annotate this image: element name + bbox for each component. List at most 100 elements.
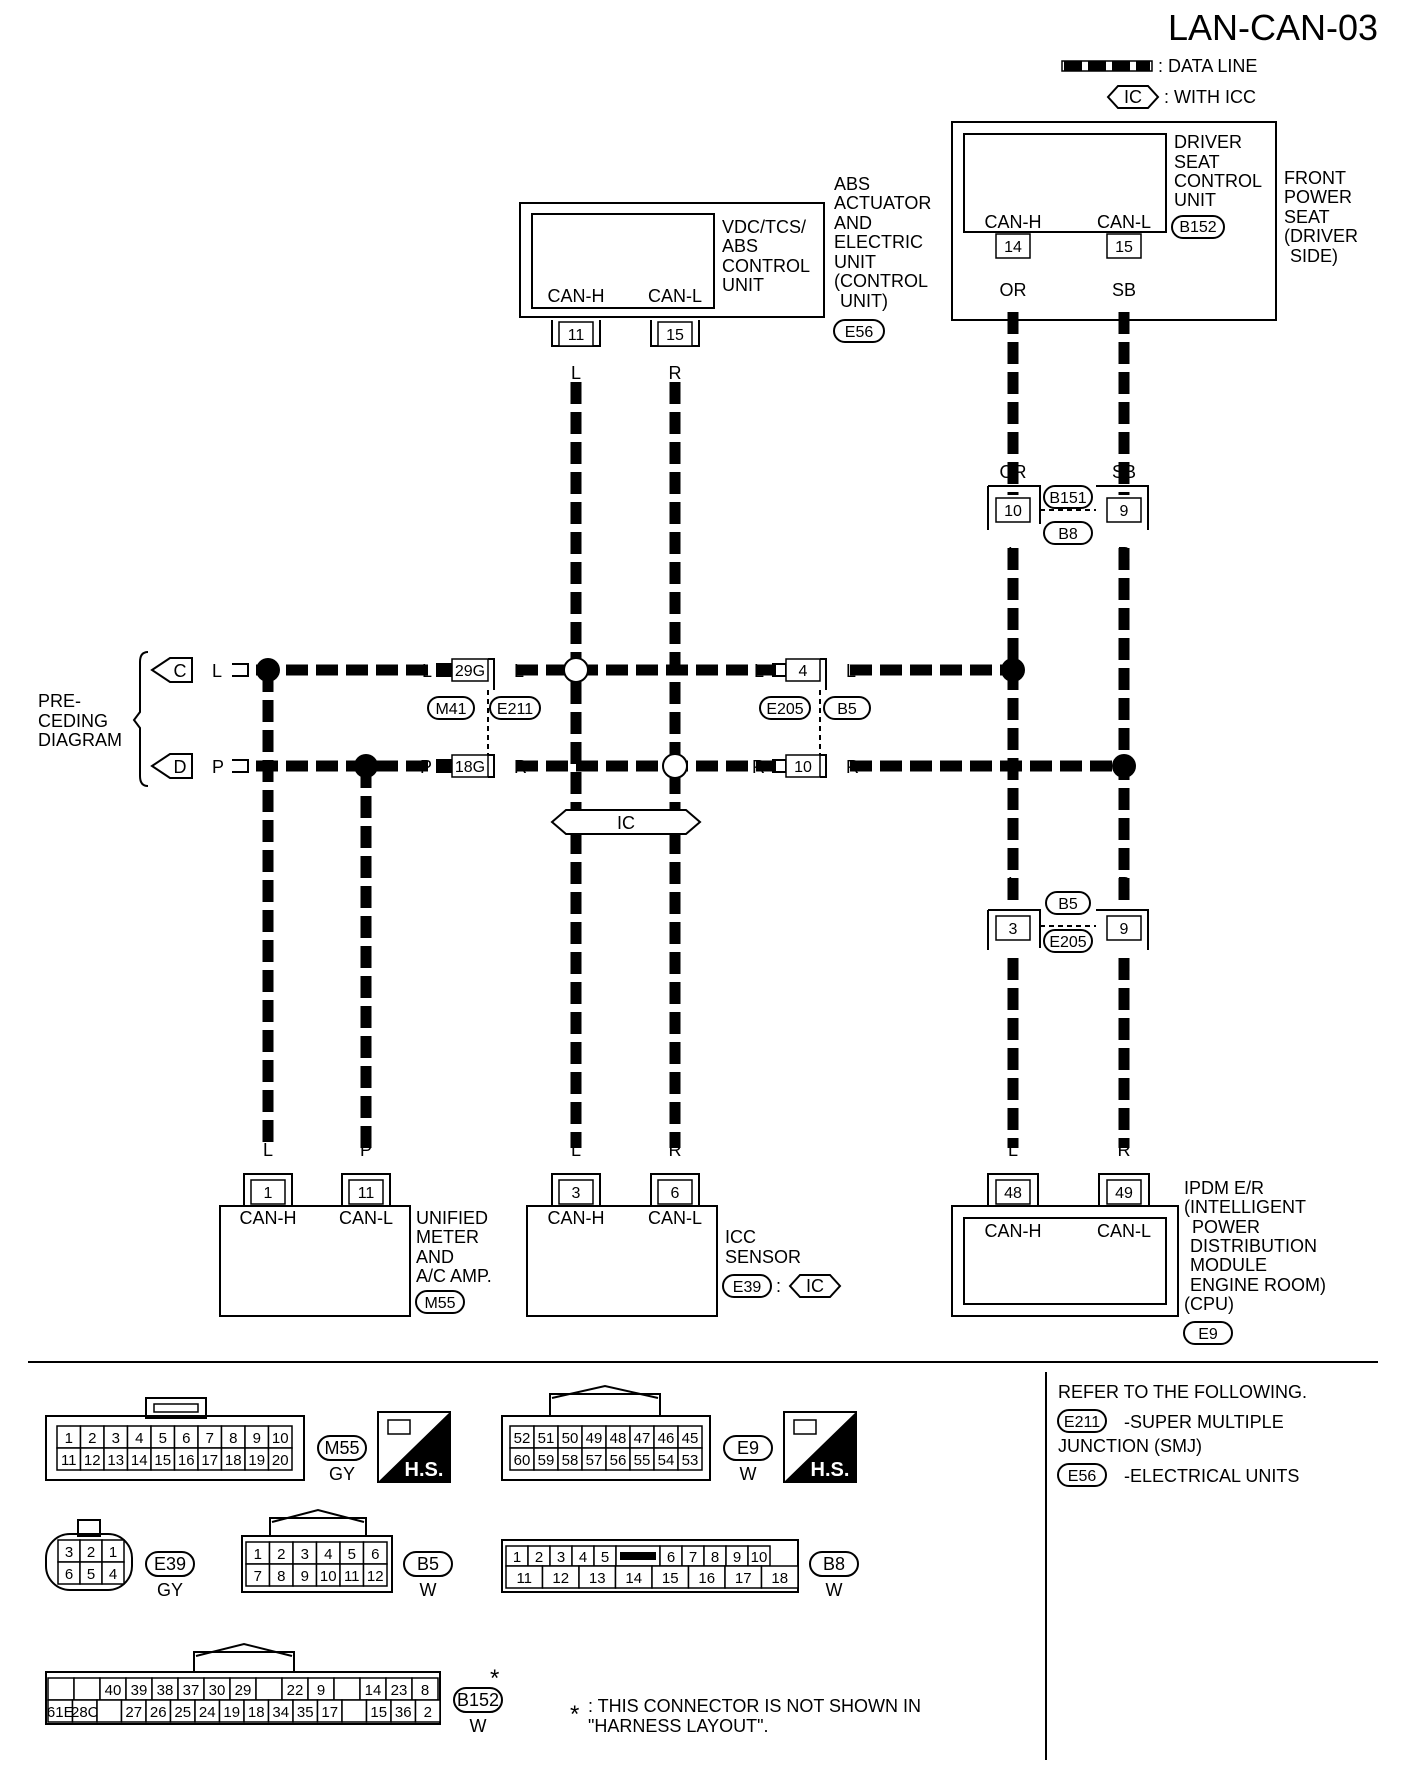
svg-text:R: R — [669, 363, 682, 383]
e39-pin: 5 — [87, 1566, 95, 1583]
svg-text:14: 14 — [1004, 239, 1022, 256]
svg-text:15: 15 — [1115, 239, 1133, 256]
m55-pin: 13 — [107, 1452, 124, 1469]
e39-pin: 6 — [65, 1566, 73, 1583]
joint-b151-b8: OR SB 10 9 B151 B8 L R — [987, 462, 1149, 564]
m55-pin: 6 — [182, 1430, 190, 1447]
svg-text:1: 1 — [264, 1185, 273, 1202]
svg-text:4: 4 — [799, 663, 808, 680]
svg-text:E205: E205 — [766, 701, 803, 718]
svg-text:MODULE: MODULE — [1190, 1255, 1267, 1275]
svg-text:3: 3 — [1009, 921, 1018, 938]
m55-pin: 20 — [272, 1452, 289, 1469]
svg-text:-SUPER MULTIPLE: -SUPER MULTIPLE — [1124, 1412, 1284, 1432]
icc-branch-marker: IC — [550, 809, 702, 835]
svg-text::: : — [776, 1276, 781, 1296]
svg-text:E56: E56 — [1068, 1468, 1097, 1485]
svg-text:UNIFIED: UNIFIED — [416, 1208, 488, 1228]
b5-pin: 1 — [254, 1546, 262, 1563]
wires — [256, 312, 1130, 1148]
svg-text:6: 6 — [671, 1185, 680, 1202]
svg-text:L: L — [422, 661, 432, 681]
svg-text:C: C — [174, 661, 187, 681]
connector-id: B8 — [823, 1554, 845, 1574]
svg-text:CONTROL: CONTROL — [1174, 171, 1262, 191]
connector-id: M55 — [324, 1438, 359, 1458]
b5-cell — [362, 1563, 388, 1587]
hs-icon — [387, 1419, 411, 1435]
b152-pin: 27 — [125, 1704, 142, 1721]
b8-pin: 7 — [689, 1549, 697, 1566]
e39-cell — [101, 1561, 125, 1585]
svg-text:B8: B8 — [1058, 526, 1078, 543]
b8-pin: 2 — [535, 1549, 543, 1566]
svg-text:E211: E211 — [497, 701, 533, 718]
svg-text:M55: M55 — [424, 1295, 455, 1312]
connector-id-tag — [145, 1551, 195, 1577]
svg-text:R: R — [1118, 955, 1131, 975]
hs-label: H.S. — [405, 1459, 444, 1481]
b5-pin: 12 — [367, 1568, 384, 1585]
svg-text:E205: E205 — [1049, 934, 1086, 951]
svg-text:CAN-H: CAN-H — [548, 286, 605, 306]
b152-pin: 24 — [199, 1704, 216, 1721]
svg-text:CAN-L: CAN-L — [1097, 212, 1151, 232]
b5-pin: 6 — [371, 1546, 379, 1563]
svg-text:DRIVER: DRIVER — [1174, 132, 1242, 152]
b8-pin: 3 — [557, 1549, 565, 1566]
svg-text:L: L — [571, 363, 581, 383]
svg-text:A/C AMP.: A/C AMP. — [416, 1266, 492, 1286]
b8-pin: 10 — [751, 1549, 768, 1566]
svg-text:SIDE): SIDE) — [1290, 246, 1338, 266]
b8-pin: 17 — [735, 1570, 752, 1587]
m55-pin: 4 — [135, 1430, 143, 1447]
e9-pin: 54 — [658, 1452, 675, 1469]
svg-text:E9: E9 — [1198, 1326, 1218, 1343]
svg-text:ICC: ICC — [725, 1227, 756, 1247]
b152-housing — [45, 1671, 441, 1725]
svg-text:L: L — [212, 661, 222, 681]
b8-key-fill — [620, 1552, 656, 1560]
m55-pin: 19 — [248, 1452, 265, 1469]
e9-pin: 57 — [586, 1452, 603, 1469]
e9-pin: 48 — [610, 1430, 627, 1447]
e9-pin: 60 — [514, 1452, 531, 1469]
svg-text:11: 11 — [568, 327, 585, 344]
driver-seat-unit: CAN-H CAN-L DRIVER SEAT CONTROL UNIT B15… — [951, 121, 1358, 321]
b5-pin: 2 — [277, 1546, 285, 1563]
svg-text:(DRIVER: (DRIVER — [1284, 226, 1358, 246]
b8-pin: 5 — [601, 1549, 609, 1566]
svg-text:VDC/TCS/: VDC/TCS/ — [722, 217, 806, 237]
b152-pin: 19 — [223, 1704, 240, 1721]
b8-pin: 18 — [771, 1570, 788, 1587]
e9-pin: 47 — [634, 1430, 651, 1447]
svg-text:CAN-L: CAN-L — [339, 1208, 393, 1228]
b152-pin: 37 — [183, 1682, 200, 1699]
svg-text:15: 15 — [666, 327, 684, 344]
b152-pin: 9 — [317, 1682, 325, 1699]
b152-pin: 15 — [370, 1704, 387, 1721]
m55-pin: 5 — [159, 1430, 167, 1447]
footnote: * : THIS CONNECTOR IS NOT SHOWN IN "HARN… — [570, 1696, 921, 1736]
connector-color: GY — [329, 1464, 355, 1484]
svg-text:M41: M41 — [435, 701, 466, 718]
m55-pin: 7 — [206, 1430, 214, 1447]
svg-text:P: P — [212, 757, 224, 777]
b152-cell — [73, 1677, 101, 1701]
connector-color: W — [420, 1580, 437, 1600]
svg-text:E39: E39 — [733, 1279, 762, 1296]
b5-pin: 3 — [301, 1546, 309, 1563]
svg-text:SB: SB — [1112, 462, 1136, 482]
svg-text:SEAT: SEAT — [1174, 152, 1220, 172]
b5-pin: 10 — [320, 1568, 337, 1585]
svg-text:18G: 18G — [455, 759, 485, 776]
bus-d-arrow — [150, 753, 193, 779]
b152-pin: 23 — [391, 1682, 408, 1699]
svg-text:DISTRIBUTION: DISTRIBUTION — [1190, 1236, 1317, 1256]
b8-pin: 8 — [711, 1549, 719, 1566]
connector-id-tag — [453, 1687, 503, 1713]
b5-pin: 7 — [254, 1568, 262, 1585]
svg-text:B151: B151 — [1049, 490, 1086, 507]
preceding-diagram: PRE- CEDING DIAGRAM C D L P — [38, 651, 249, 787]
e39-pin: 3 — [65, 1544, 73, 1561]
